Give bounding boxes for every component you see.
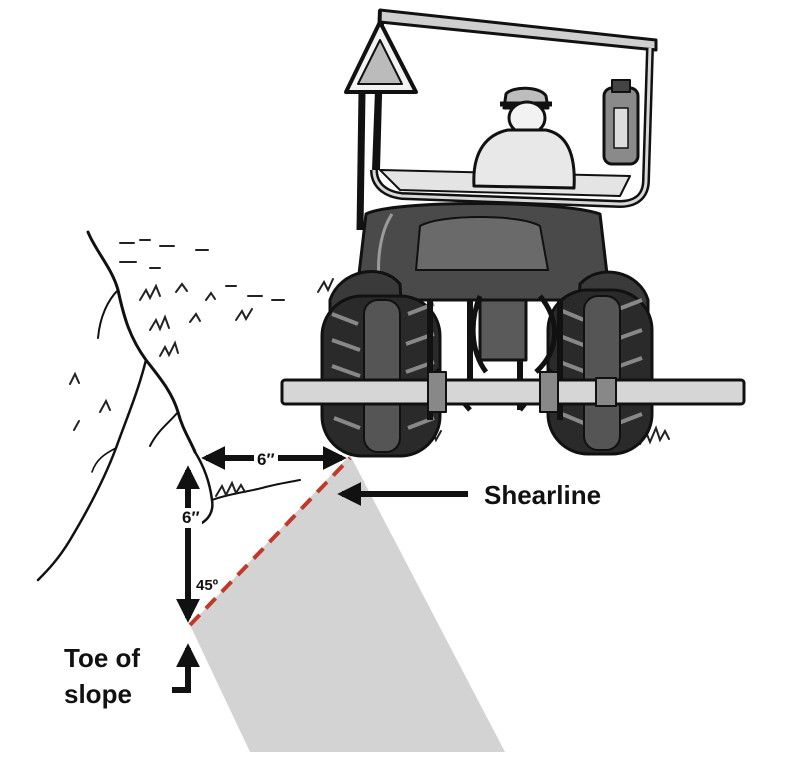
vertical-dimension-label: 6″: [180, 508, 202, 528]
right-rear-tire: [546, 288, 654, 456]
toe-label-line2: slope: [64, 679, 132, 709]
fire-extinguisher-icon: [602, 79, 640, 166]
rear-toolbar: [280, 378, 746, 406]
tractor-illustration: [280, 8, 746, 458]
slope-bank: [36, 230, 301, 582]
horizontal-dimension-label: 6″: [254, 450, 278, 470]
cut-area-band: [190, 455, 505, 752]
toe-label-line1: Toe of: [64, 643, 141, 673]
operator-figure: [472, 86, 576, 190]
triangle-warning-sign-icon: [344, 20, 418, 231]
shearline-label: Shearline: [484, 480, 602, 510]
angle-label: 45º: [196, 577, 219, 594]
toe-of-slope-label: Toe of slope: [64, 640, 140, 712]
left-rear-tire: [320, 294, 442, 458]
shearline-dashed: [188, 456, 352, 627]
